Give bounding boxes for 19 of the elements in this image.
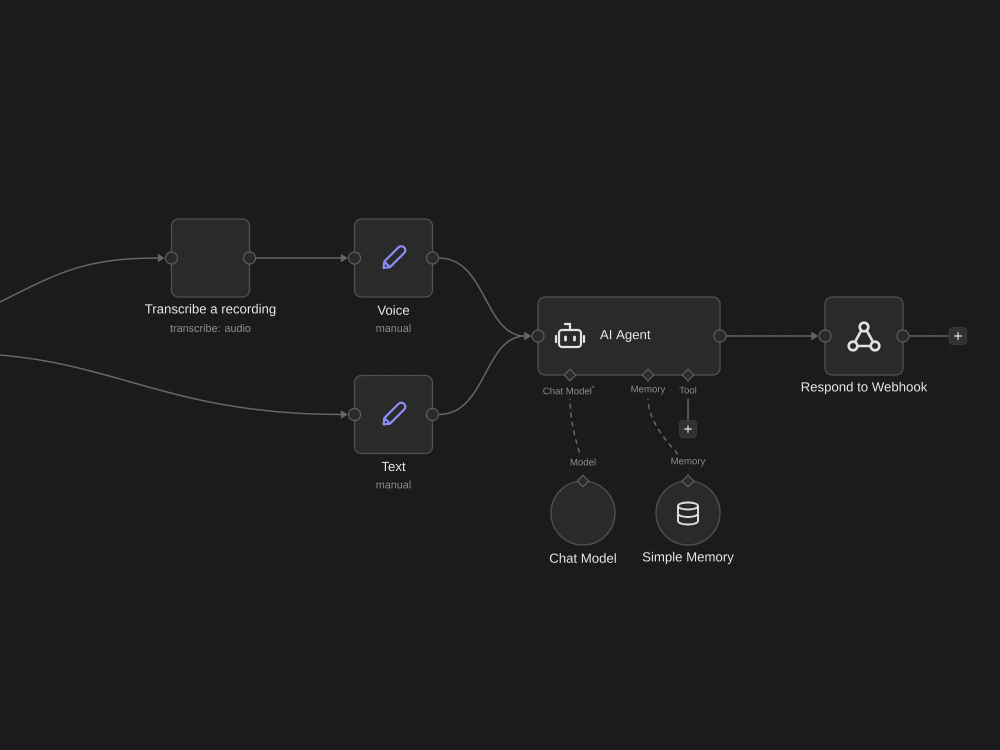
node-title: Voice (377, 305, 410, 315)
node-subtitle: manual (376, 324, 410, 332)
node-title: Transcribe a recording (145, 304, 276, 316)
connector-line (647, 398, 678, 455)
node-title: Simple Memory (642, 552, 734, 564)
node-box: AI Agent (537, 296, 721, 376)
port-label: Model (570, 458, 596, 466)
node-subtitle: transcribe: audio (170, 324, 250, 332)
node-title: Respond to Webhook (802, 382, 928, 394)
port-label: Memory (671, 458, 706, 466)
node-title: Chat Model (550, 553, 616, 563)
node-title: Text (382, 462, 406, 472)
node-subtitle: manual (376, 480, 410, 488)
port-label: Chat Model$^{*}$ (543, 386, 594, 394)
connector-line (687, 398, 689, 420)
connector-line (910, 335, 949, 337)
port-label: Tool (679, 386, 696, 394)
connector-line (569, 398, 580, 453)
port-label: Memory (631, 386, 666, 394)
